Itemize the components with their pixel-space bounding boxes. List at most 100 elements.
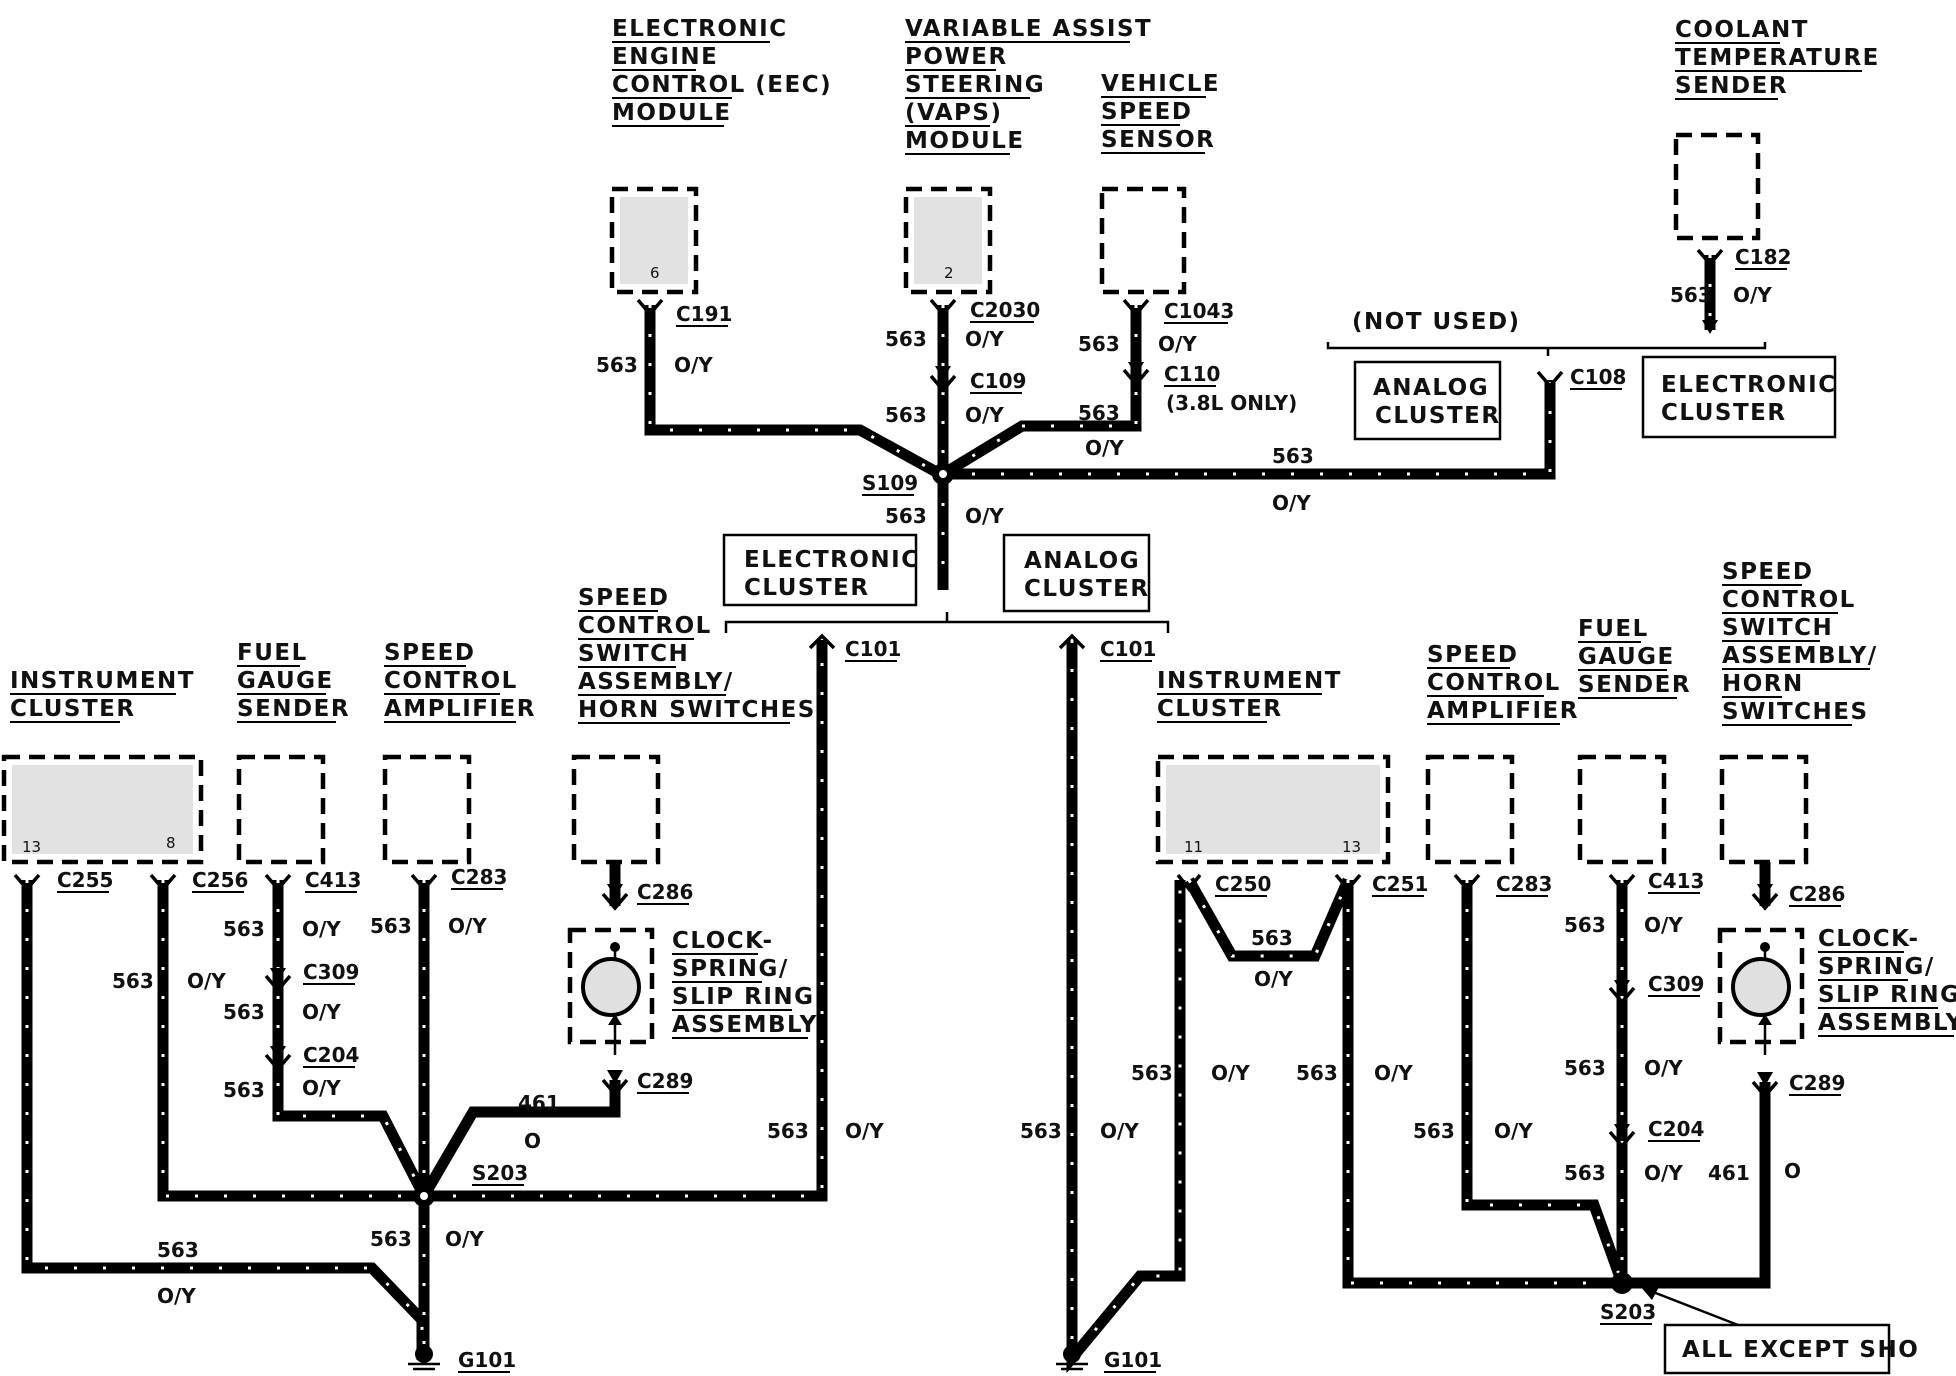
wire-label-563: 563 (1272, 444, 1314, 468)
svg-text:CLUSTER: CLUSTER (1157, 696, 1283, 722)
not-used-bracket (1326, 342, 1767, 356)
wire-label-461: 461 (1708, 1161, 1750, 1185)
wire-label-oy: O/Y (1494, 1119, 1533, 1143)
c309-right-symbol (1608, 986, 1636, 1005)
c309-left-label: C309 (303, 960, 359, 984)
svg-text:SPEED: SPEED (1427, 642, 1518, 668)
coolant-sender-label: COOLANT TEMPERATURE SENDER (1675, 17, 1878, 99)
fuel-sender-right-label: FUEL GAUGE SENDER (1578, 616, 1691, 698)
svg-text:GAUGE: GAUGE (237, 668, 334, 694)
svg-text:SPEED: SPEED (384, 640, 475, 666)
wire-label-563: 563 (1564, 1056, 1606, 1080)
svg-text:SENDER: SENDER (1578, 672, 1691, 698)
c182-symbol (1696, 248, 1724, 267)
g101-ground-right-icon (1056, 1345, 1088, 1371)
electronic-cluster-box-mid (722, 533, 918, 607)
c191-symbol (636, 298, 664, 317)
wire-label-oy: O/Y (1211, 1061, 1250, 1085)
svg-text:CONTROL (EEC): CONTROL (EEC) (612, 72, 832, 98)
c256-label: C256 (192, 868, 248, 892)
c2030-symbol (929, 298, 957, 317)
c108-symbol (1536, 370, 1564, 389)
eec-pin: 6 (650, 264, 660, 282)
wire-label-oy: O/Y (445, 1227, 484, 1251)
svg-text:ASSEMBLY/: ASSEMBLY/ (578, 669, 734, 695)
eec-module-label: ELECTRONIC ENGINE CONTROL (EEC) MODULE (612, 16, 832, 126)
c204-left-symbol (264, 1053, 292, 1072)
wire-label-oy: O/Y (1374, 1061, 1413, 1085)
wire-eec-s109 (644, 305, 943, 479)
connector-arrowheads (270, 320, 1773, 1138)
svg-text:ASSEMBLY: ASSEMBLY (672, 1012, 818, 1038)
wire-label-563: 563 (885, 403, 927, 427)
svg-text:VEHICLE: VEHICLE (1101, 71, 1220, 97)
electronic-cluster-top-line1: ELECTRONIC (1661, 372, 1837, 398)
c289-left-label: C289 (637, 1069, 693, 1093)
analog-cluster-top-line2: CLUSTER (1375, 403, 1501, 429)
svg-text:FUEL: FUEL (1578, 616, 1649, 642)
electronic-cluster-top-line2: CLUSTER (1661, 400, 1787, 426)
switch-left-box (571, 754, 661, 865)
analog-cluster-mid-line2: CLUSTER (1024, 576, 1150, 602)
svg-text:ASSEMBLY: ASSEMBLY (1818, 1010, 1956, 1036)
s109-label: S109 (862, 471, 918, 495)
svg-text:ENGINE: ENGINE (612, 44, 718, 70)
s203-right-label: S203 (1600, 1300, 1656, 1324)
clockspring-left-label: CLOCK- SPRING/ SLIP RING ASSEMBLY (672, 928, 818, 1038)
ic-right-pin-a: 11 (1184, 838, 1203, 856)
wire-label-563: 563 (1131, 1061, 1173, 1085)
analog-cluster-mid-line1: ANALOG (1024, 548, 1140, 574)
wire-label-563: 563 (1296, 1061, 1338, 1085)
switch-right-label: SPEED CONTROL SWITCH ASSEMBLY/ HORN SWIT… (1722, 559, 1876, 725)
c204-left-label: C204 (303, 1043, 359, 1067)
wire-label-563: 563 (157, 1238, 199, 1262)
c110-symbol (1122, 368, 1150, 387)
svg-text:SLIP RING: SLIP RING (672, 984, 815, 1010)
c110-label: C110 (1164, 362, 1220, 386)
svg-text:SPRING/: SPRING/ (672, 956, 789, 982)
wire-label-oy: O/Y (845, 1119, 884, 1143)
c101-right-label: C101 (1100, 637, 1156, 661)
all-except-sho-label: ALL EXCEPT SHO (1682, 1337, 1919, 1363)
c413-left-label: C413 (305, 868, 361, 892)
wire-label-oy: O/Y (1272, 491, 1311, 515)
c251-label: C251 (1372, 872, 1428, 896)
wire-label-oy: O/Y (1158, 332, 1197, 356)
wire-label-oy: O/Y (1644, 1161, 1683, 1185)
svg-text:SENSOR: SENSOR (1101, 127, 1215, 153)
amp-right-box (1425, 754, 1515, 865)
c289-left-symbol (601, 1078, 629, 1097)
c250-symbol (1176, 873, 1202, 892)
ic-right-label: INSTRUMENT CLUSTER (1157, 668, 1340, 722)
svg-text:INSTRUMENT: INSTRUMENT (10, 668, 195, 694)
wire-label-563: 563 (1078, 401, 1120, 425)
amp-left-label: SPEED CONTROL AMPLIFIER (384, 640, 534, 722)
wire-label-oy: O/Y (674, 353, 713, 377)
c289-right-label: C289 (1789, 1071, 1845, 1095)
wire-label-oy: O/Y (302, 1076, 341, 1100)
wire-label-563: 563 (1251, 926, 1293, 950)
c2030-label: C2030 (970, 298, 1040, 322)
c286-right-label: C286 (1789, 882, 1845, 906)
c204-right-label: C204 (1648, 1117, 1704, 1141)
amp-left-box (382, 754, 472, 865)
wire-c250-c251 (1184, 877, 1354, 962)
ic-left-label: INSTRUMENT CLUSTER (10, 668, 195, 722)
c1043-label: C1043 (1164, 299, 1234, 323)
wire-label-oy: O/Y (965, 403, 1004, 427)
analog-cluster-box-mid (1002, 533, 1151, 613)
wire-label-563: 563 (223, 917, 265, 941)
c1043-symbol (1122, 298, 1150, 317)
clockspring-right-icon (1731, 957, 1791, 1017)
wire-461-right (1622, 1082, 1771, 1289)
connector-symbols (13, 248, 1779, 1149)
svg-text:POWER: POWER (905, 44, 1008, 70)
wire-s203-c101-left (424, 640, 828, 1202)
svg-text:CONTROL: CONTROL (1722, 587, 1856, 613)
all-except-sho-box (1663, 1323, 1891, 1375)
g101-left-label: G101 (458, 1348, 516, 1372)
wire-label-oy: O/Y (1733, 283, 1772, 307)
svg-text:MODULE: MODULE (612, 100, 732, 126)
